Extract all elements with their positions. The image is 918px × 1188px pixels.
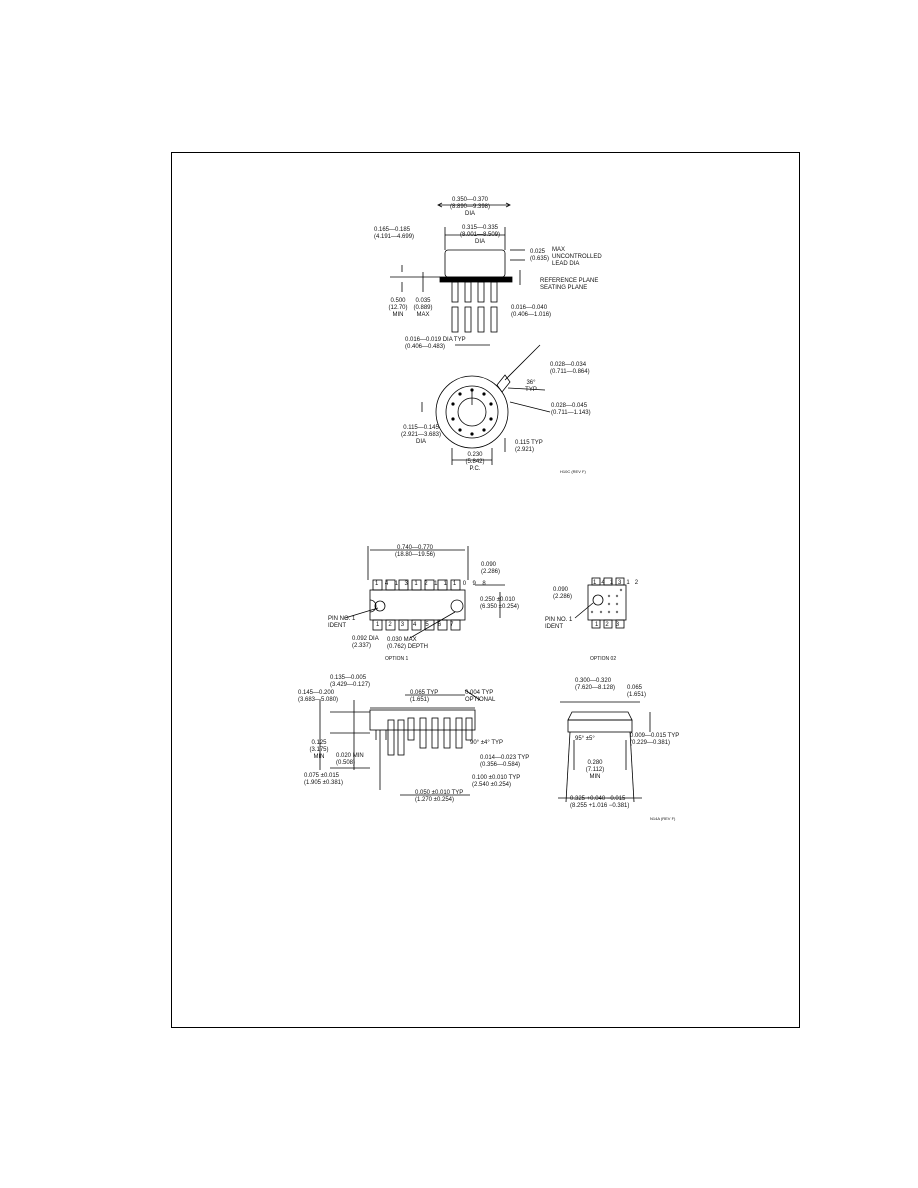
dim-lead-gauge: 0.009—0.015 TYP(0.229—0.381): [630, 733, 680, 746]
dim-lead-length-min: 0.125(3.175)MIN: [309, 740, 329, 760]
dim-outer-dia: 0.350—0.370(8.890—9.398)DIA: [449, 197, 491, 217]
dim-lead-diameter: 0.016—0.019 DIA TYP(0.406—0.483): [405, 337, 466, 350]
dim-tab-angle: 36°TYP: [525, 380, 537, 393]
dim-row-spacing: 0.300—0.320(7.620—8.128): [575, 678, 616, 691]
option1-label: OPTION 1: [385, 656, 409, 662]
dip-drawing-code: N14A (REV F): [650, 816, 676, 821]
option2-label: OPTION 02: [590, 656, 617, 662]
option2-top-pin-numbers: 141312: [593, 580, 644, 586]
dim-option2-end: 0.090(2.286): [553, 587, 573, 600]
dim-tab-offset: 0.115 TYP(2.921): [515, 440, 543, 453]
dim-lead-pitch: 0.100 ±0.010 TYP(2.540 ±0.254): [472, 775, 521, 788]
dim-body-height: 0.145—0.200(3.683—5.080): [298, 690, 339, 703]
metal-can-package-drawing: [390, 202, 551, 465]
dim-flange-thickness: 0.035(0.889)MAX: [413, 298, 433, 318]
dim-shoulder: 0.135—0.005(3.429—0.127): [330, 675, 371, 688]
dim-lead-span: 0.325 +0.040 −0.015(8.255 +1.016 −0.381): [570, 796, 630, 809]
drawing-frame: [171, 152, 800, 1028]
dim-min-span: 0.280(7.112)MIN: [585, 760, 605, 780]
dim-lead-length: 0.500(12.70)MIN: [388, 298, 408, 318]
dip-bottom-pin-numbers: 1234567: [376, 622, 463, 628]
dim-inner-dia: 0.315—0.335(8.001—8.509)DIA: [459, 225, 501, 245]
can-drawing-code: H10C (REV F): [560, 469, 586, 474]
dim-pitch-circle: 0.230(5.842)P.C.: [465, 452, 485, 472]
dip-package-drawing: [319, 546, 651, 803]
dim-lead-spacing: 0.016—0.040(0.406—1.016): [511, 305, 552, 318]
dim-dip-width: 0.250 ±0.010(6.350 ±0.254): [480, 597, 519, 610]
dim-tab-length: 0.028—0.045(0.711—1.143): [551, 403, 591, 416]
dim-ident-dia: 0.092 DIA(2.337): [352, 636, 379, 649]
dim-can-height: 0.165—0.185(4.191—4.699): [374, 227, 415, 240]
dim-lead-shoulder: 0.050 ±0.010 TYP(1.270 ±0.254): [415, 790, 464, 803]
dim-end-thickness: 0.065(1.651): [627, 685, 647, 698]
dim-lead-pitch-end: 0.065 TYP(1.651): [410, 690, 439, 703]
dim-tab-width: 0.028—0.034(0.711—0.864): [550, 362, 590, 375]
dim-lead-dia: 0.025(0.635): [530, 249, 550, 262]
dim-flare-angle: 95° ±5°: [575, 736, 595, 742]
dim-standoff: 0.020 MIN(0.508): [336, 753, 364, 766]
dip-top-pin-numbers: 141312111098: [375, 581, 493, 587]
dim-lead-width: 0.014—0.023 TYP(0.356—0.584): [480, 755, 530, 768]
dim-lead-thickness: 0.075 ±0.015(1.905 ±0.381): [304, 773, 343, 786]
dim-base-dia: 0.115—0.145(2.921—3.683)DIA: [400, 425, 442, 445]
dim-dip-length: 0.740—0.770(18.80—19.56): [394, 545, 436, 558]
dim-dip-end: 0.090(2.286): [481, 562, 501, 575]
dim-ident-depth: 0.030 MAX(0.762) DEPTH: [387, 637, 429, 650]
dim-lead-angle: 90° ±4° TYP: [470, 740, 503, 746]
option2-bottom-pin-numbers: 123: [595, 622, 627, 628]
